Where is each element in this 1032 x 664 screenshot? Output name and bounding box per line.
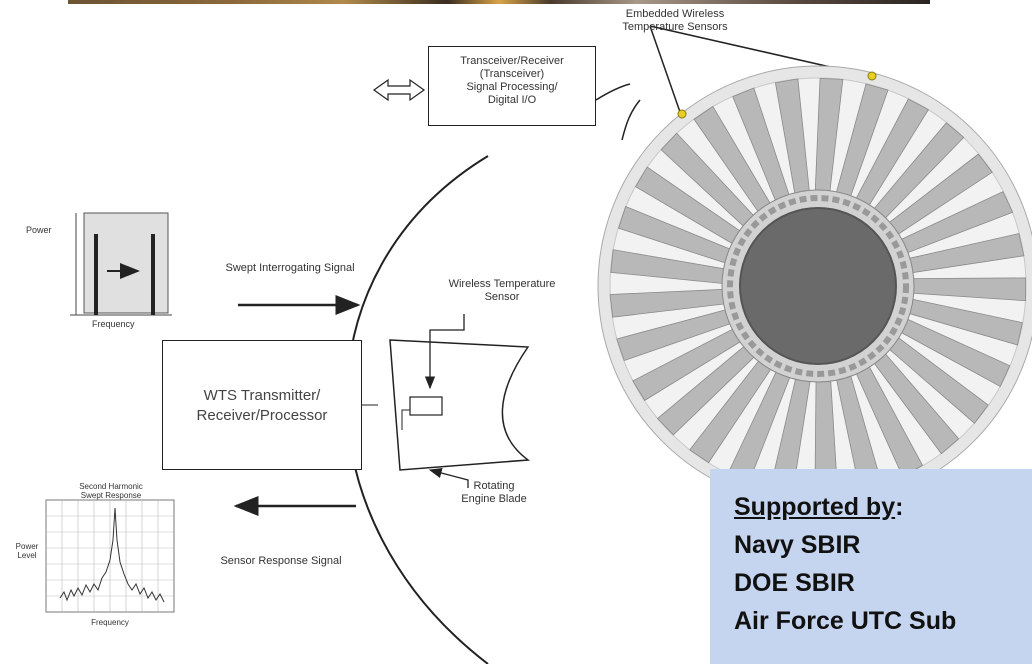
swept-signal-label: Swept Interrogating Signal [200,262,380,275]
transceiver-line-2: (Transceiver) [429,68,595,81]
wts-transmitter-box: WTS Transmitter/ Receiver/Processor [162,340,362,470]
response-frequency-label: Frequency [80,616,140,629]
rotating-blade-line-2: Engine Blade [444,493,544,506]
transceiver-line-3: Signal Processing/ [429,81,595,94]
transceiver-line-4: Digital I/O [429,94,595,107]
support-line-doe: DOE SBIR [734,569,855,598]
sensor-leader-line [650,26,680,112]
response-plot-title: Second Harmonic Swept Response [66,482,156,500]
transceiver-box: Transceiver/Receiver (Transceiver) Signa… [428,46,596,126]
support-line-navy: Navy SBIR [734,531,860,560]
support-heading-text: Supported by [734,493,895,521]
power-level-label: Power Level [10,542,44,560]
support-panel: Supported by: Navy SBIR DOE SBIR Air For… [710,469,1032,664]
response-title-line-1: Second Harmonic [66,482,156,491]
wts-line-2: Receiver/Processor [163,406,361,426]
wireless-sensor-label: Wireless Temperature Sensor [422,278,582,304]
support-heading: Supported by: [734,493,903,522]
support-line-airforce: Air Force UTC Sub [734,607,956,636]
wts-line-1: WTS Transmitter/ [163,386,361,406]
power-axis-label: Power [26,224,52,237]
embedded-sensors-line-2: Temperature Sensors [610,21,740,34]
embedded-sensors-line-1: Embedded Wireless [610,8,740,21]
rotating-blade-label: Rotating Engine Blade [444,480,544,506]
power-level-line-2: Level [10,551,44,560]
embedded-sensors-label: Embedded Wireless Temperature Sensors [610,8,740,34]
sensor-dot [868,72,876,80]
wireless-sensor-line-2: Sensor [422,291,582,304]
blade-sensor-box [410,397,442,415]
response-signal-label: Sensor Response Signal [196,555,366,568]
wireless-sensor-line-1: Wireless Temperature [422,278,582,291]
frequency-axis-label: Frequency [92,318,135,331]
rotating-blade-line-1: Rotating [444,480,544,493]
transceiver-line-1: Transceiver/Receiver [429,55,595,68]
harmonic-response-plot [46,500,174,612]
power-level-line-1: Power [10,542,44,551]
sensor-dot [678,110,686,118]
support-heading-colon: : [895,493,903,521]
response-title-line-2: Swept Response [66,491,156,500]
io-double-arrow [374,80,424,100]
turbine-disk-image [598,66,1032,506]
swept-power-plot [70,213,172,315]
